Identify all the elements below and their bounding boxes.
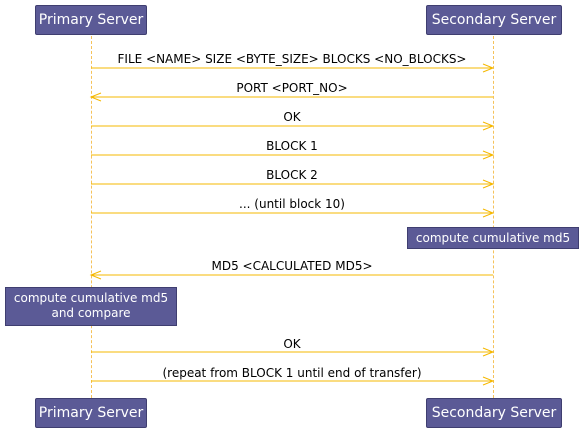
- message-arrow-head: [482, 347, 495, 357]
- participant-secondary-bottom: Secondary Server: [426, 398, 562, 428]
- note-primary-line-1: compute cumulative md5: [13, 291, 169, 305]
- participant-primary-bottom: Primary Server: [35, 398, 147, 428]
- message-label-repeat: (repeat from BLOCK 1 until end of transf…: [162, 366, 422, 380]
- lifeline-primary: [91, 36, 92, 398]
- message-label-block-2: BLOCK 2: [266, 168, 318, 182]
- message-arrow-head: [482, 121, 495, 131]
- message-arrow-head: [482, 179, 495, 189]
- message-label-block-1: BLOCK 1: [266, 139, 318, 153]
- message-label-file: FILE <NAME> SIZE <BYTE_SIZE> BLOCKS <NO_…: [117, 52, 467, 66]
- message-label-md5: MD5 <CALCULATED MD5>: [211, 259, 373, 273]
- participant-secondary-top: Secondary Server: [426, 5, 562, 35]
- message-arrow-head: [482, 208, 495, 218]
- message-arrow-head: [482, 376, 495, 386]
- message-arrow-head: [89, 270, 102, 280]
- note-secondary-compute-md5: compute cumulative md5: [407, 227, 579, 249]
- note-primary-line-2: and compare: [51, 306, 131, 320]
- message-arrow-head: [482, 150, 495, 160]
- participant-primary-top: Primary Server: [35, 5, 147, 35]
- arrow-group: [89, 63, 495, 386]
- note-primary-compute-and-compare: compute cumulative md5 and compare: [5, 287, 177, 326]
- message-arrow-head: [89, 92, 102, 102]
- message-label-until-block-10: ... (until block 10): [239, 197, 345, 211]
- message-label-port: PORT <PORT_NO>: [236, 81, 348, 95]
- message-label-ok-1: OK: [283, 110, 301, 124]
- message-arrow-head: [482, 63, 495, 73]
- lifeline-secondary: [493, 36, 494, 398]
- message-label-ok-2: OK: [283, 337, 301, 351]
